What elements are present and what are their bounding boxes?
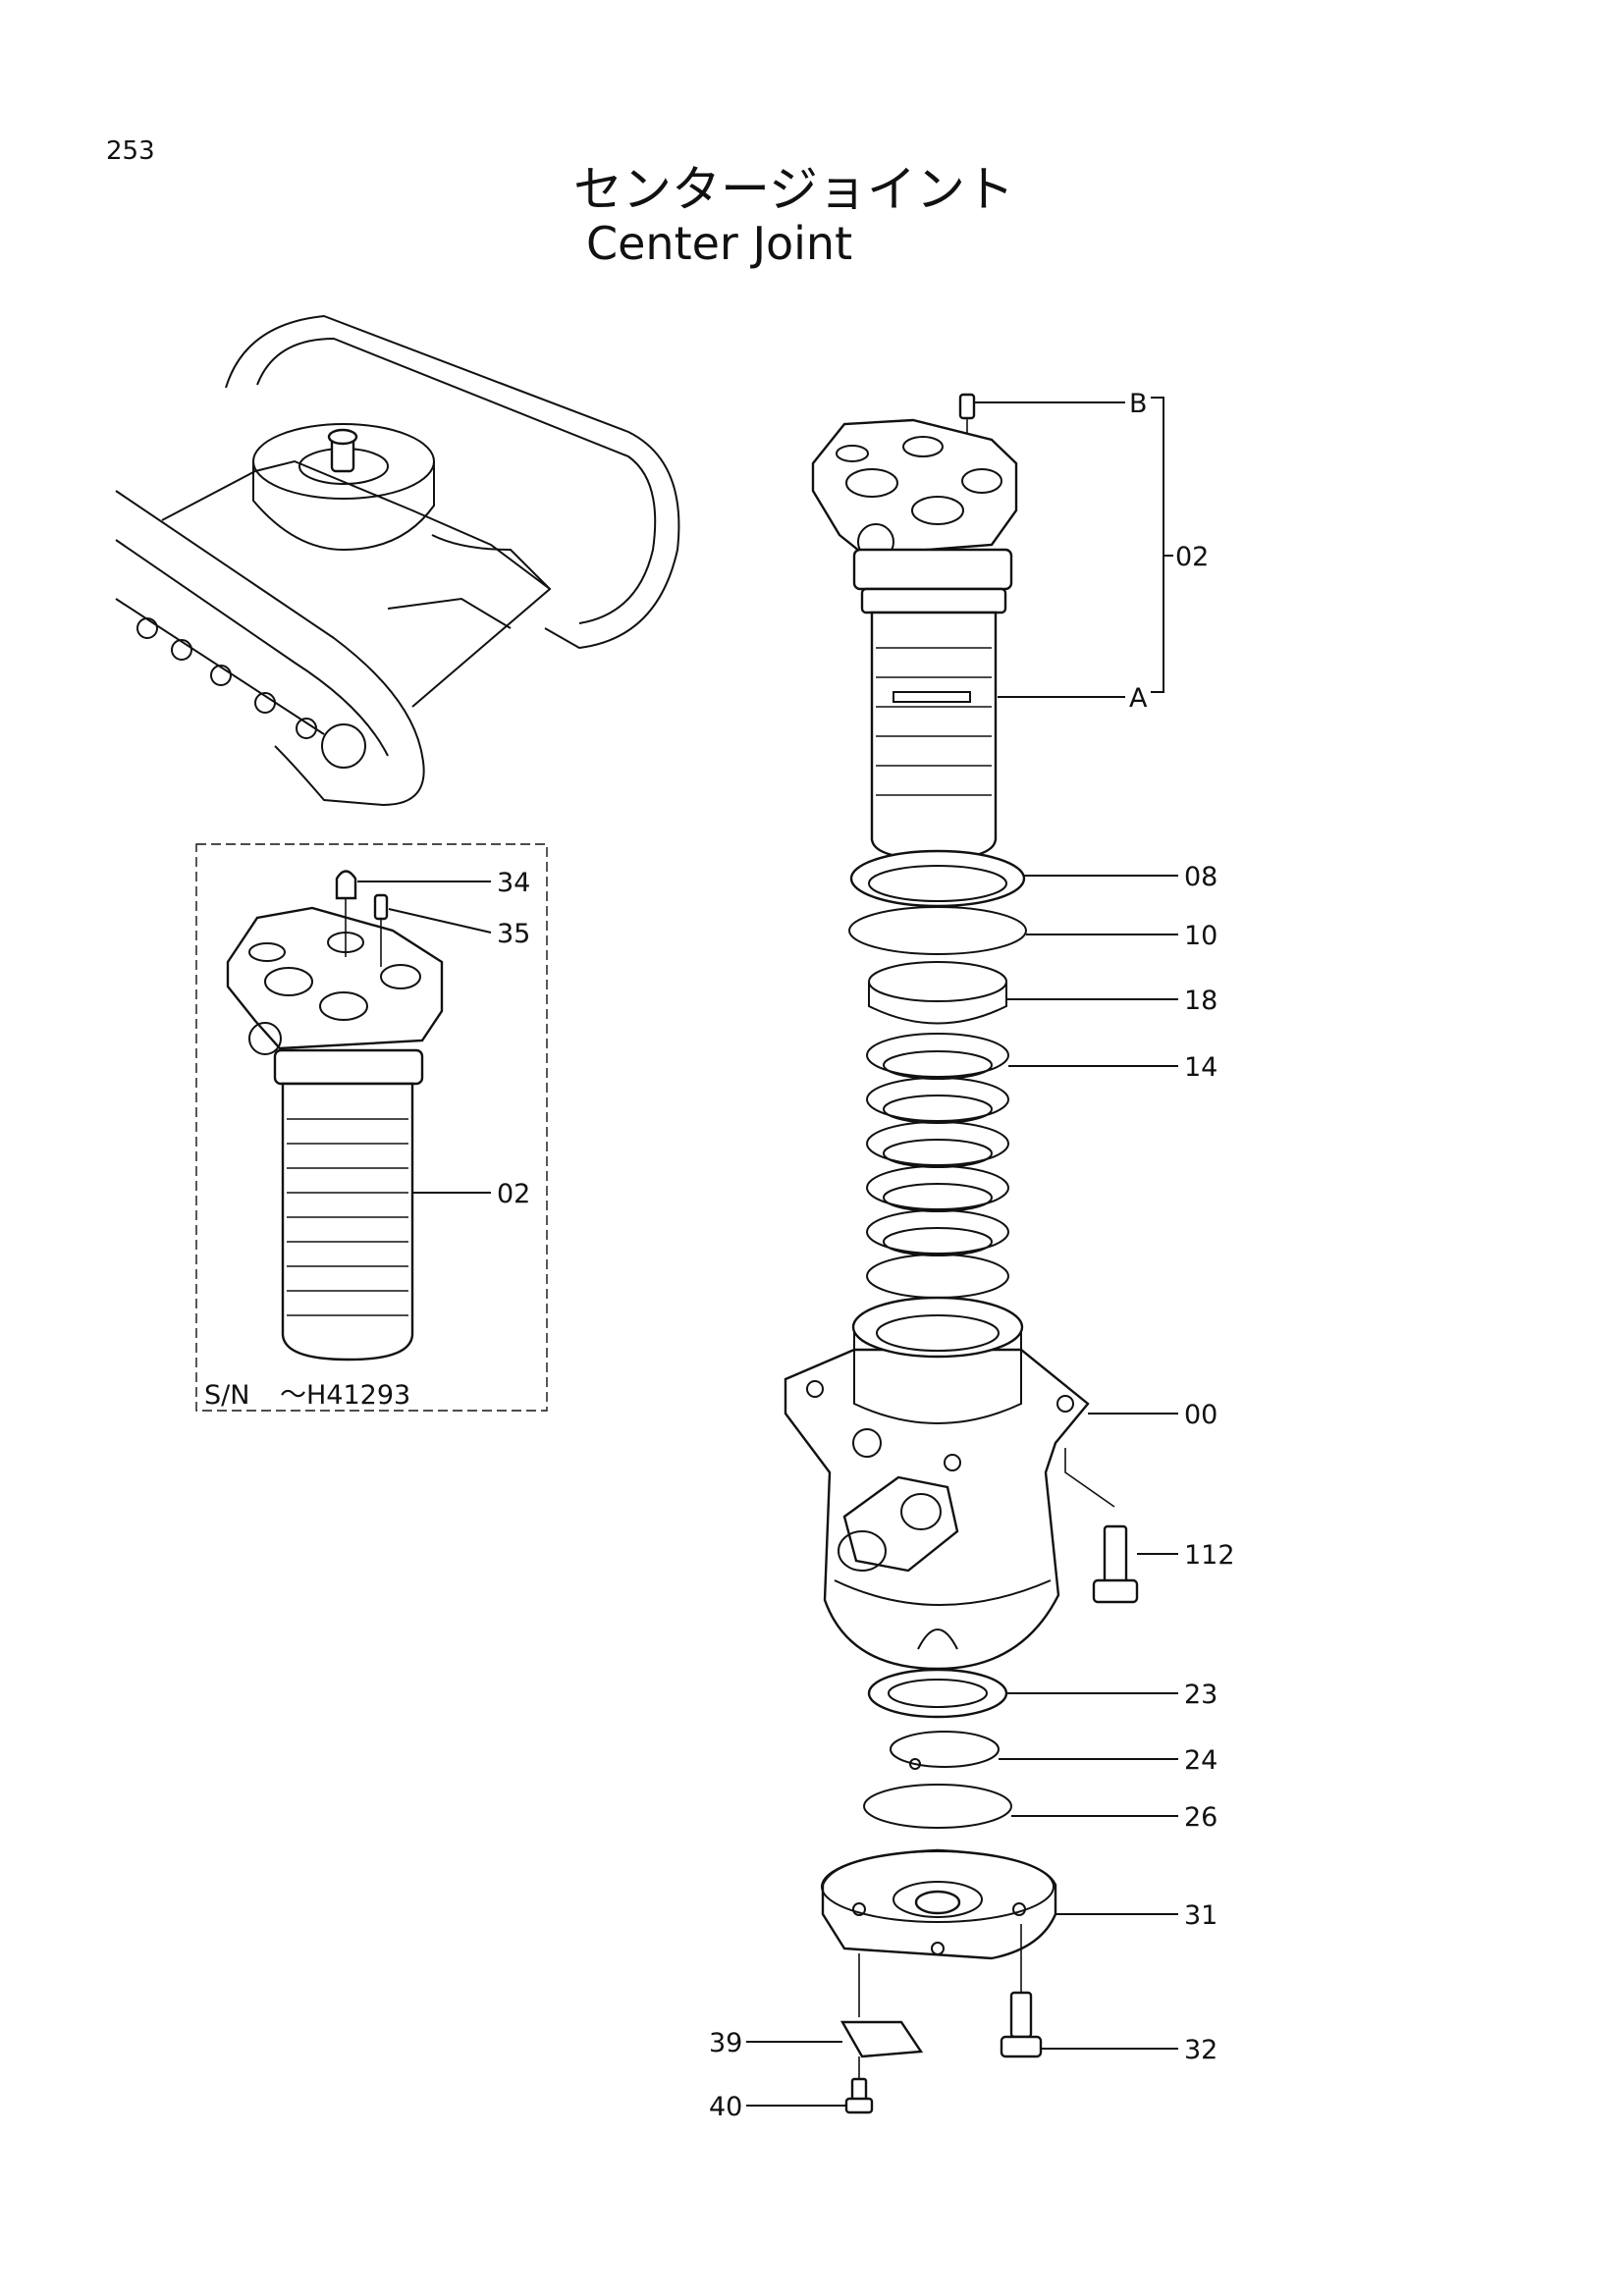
inset-callout-35: 35 [497, 919, 530, 949]
undercarriage-sketch [115, 314, 680, 807]
ring-18 [868, 961, 1007, 1025]
bolt-32 [1000, 1924, 1043, 2058]
callout-112: 112 [1184, 1540, 1235, 1571]
main-exploded-view: B A 02 08 10 18 14 00 112 23 24 26 31 32… [709, 389, 1235, 2122]
callout-23: 23 [1184, 1680, 1217, 1710]
o-ring-10 [848, 906, 1027, 955]
callout-00: 00 [1184, 1400, 1217, 1430]
callout-32: 32 [1184, 2035, 1217, 2065]
callout-24: 24 [1184, 1745, 1217, 1776]
callout-40: 40 [709, 2092, 742, 2122]
o-ring-26 [863, 1784, 1012, 1829]
callout-10: 10 [1184, 921, 1217, 951]
serial-range: ～H41293 [280, 1380, 410, 1411]
callout-31: 31 [1184, 1900, 1217, 1931]
screw-40 [844, 2056, 874, 2114]
plate-39 [839, 1953, 924, 2058]
inset-earlier-version: 34 35 02 S/N ～H41293 [195, 843, 548, 1412]
seal-stack-14 [866, 1033, 1009, 1299]
callout-18: 18 [1184, 986, 1217, 1016]
body-00 [784, 1296, 1090, 1671]
page-title-japanese: センタージョイント [573, 161, 1014, 218]
callout-14: 14 [1184, 1052, 1217, 1083]
snap-ring-24 [890, 1731, 1000, 1770]
ref-a: A [1129, 683, 1148, 714]
callout-08: 08 [1184, 862, 1217, 892]
ref-b: B [1129, 389, 1148, 419]
inset-callout-34: 34 [497, 868, 530, 898]
spindle-02 [811, 393, 1018, 861]
bolt-112 [1064, 1448, 1139, 1604]
callout-26: 26 [1184, 1802, 1217, 1833]
inset-spindle [226, 906, 444, 1362]
callout-39: 39 [709, 2028, 742, 2058]
page-number: 253 [106, 136, 155, 166]
serial-prefix: S/N [204, 1380, 249, 1411]
inset-callout-02: 02 [497, 1179, 530, 1209]
seal-ring-08 [849, 849, 1026, 908]
callout-02: 02 [1175, 542, 1209, 572]
page-title-english: Center Joint [586, 217, 852, 270]
